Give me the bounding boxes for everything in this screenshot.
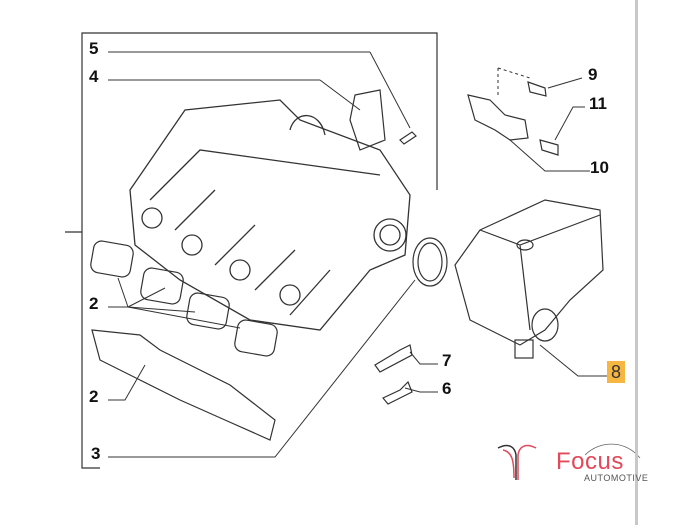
- callout-10: 10: [590, 158, 609, 177]
- bolt-6: [382, 380, 413, 405]
- callout-8-highlighted[interactable]: 8: [607, 361, 626, 383]
- leader-lines: [108, 51, 608, 458]
- o-ring: [412, 237, 448, 287]
- callout-2-gaskets: 2: [89, 294, 99, 313]
- callout-11: 11: [589, 94, 607, 113]
- intake-manifold: [129, 99, 411, 331]
- callout-7: 7: [442, 351, 452, 370]
- callout-5: 5: [89, 39, 99, 58]
- bracket-10: [467, 94, 529, 141]
- bolt-11: [539, 139, 559, 156]
- bolt-7: [374, 344, 413, 373]
- port-gaskets: [90, 240, 278, 357]
- callout-4: 4: [89, 67, 99, 86]
- brand-subtitle: AUTOMOTIVE: [584, 473, 649, 483]
- brand-name: Focus: [556, 448, 624, 475]
- callout-9: 9: [588, 65, 598, 84]
- panel-divider: [635, 0, 638, 525]
- bolt-9: [527, 81, 547, 97]
- manifold-gasket: [91, 329, 276, 441]
- egr-valve: [454, 199, 604, 359]
- callout-3: 3: [91, 444, 101, 463]
- callout-2-manifold-gasket: 2: [89, 387, 99, 406]
- callout-6: 6: [442, 379, 452, 398]
- group-bracket: [81, 32, 438, 469]
- pressure-sensor: [349, 89, 386, 151]
- screw-5: [399, 131, 417, 145]
